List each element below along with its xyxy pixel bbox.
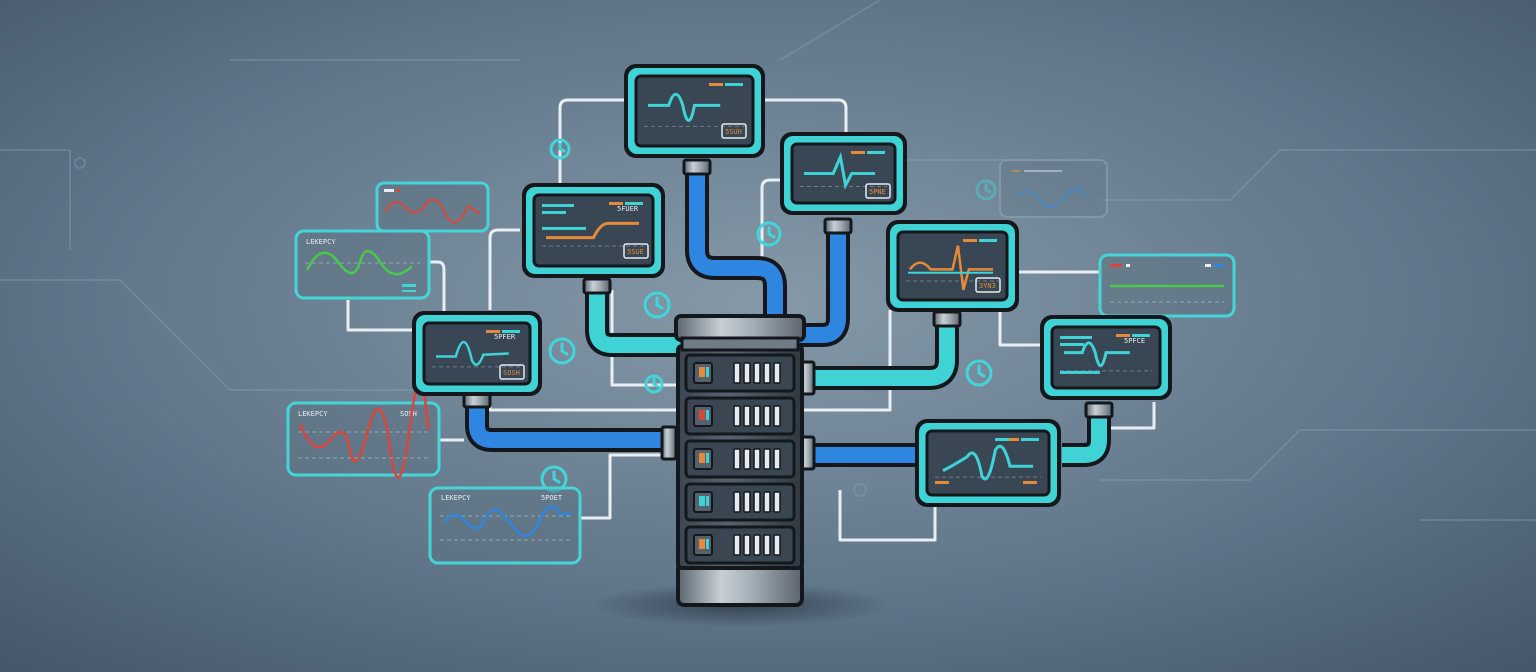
monitor-badge-text: SOSH [503,369,520,377]
clock-icon [549,138,571,160]
status-led [699,496,705,506]
monitor-label: 5PFER [494,333,516,341]
ghost-panel-tag: 5POET [541,494,563,502]
status-led [699,539,705,549]
pipes [465,165,1111,467]
monitor-top: 5SUH [624,64,765,158]
monitor-badge-text: 5SUH [725,128,742,136]
heartbeat-wave-icon [1064,341,1130,368]
ghost-panel-label: LEKEPCY [441,494,471,502]
ghost-panel-right-top [999,159,1108,218]
server-unit [684,525,796,565]
ghost-panel-bottom-left: LEKEPCY 5POET [428,486,582,565]
ghost-panel-label: LEKEPCY [298,410,328,418]
clock-icon [643,291,671,319]
ghost-panel-tag: SOSH [400,410,417,418]
monitor-mid-left: 5PFER SOSH [412,311,542,396]
monitor-bottom-right [915,419,1061,507]
status-led [699,410,705,420]
server-unit [684,353,796,393]
monitor-badge [499,364,525,380]
clock-icons [540,138,997,493]
monitor-upper-right: 5PNE [780,132,907,215]
clock-icon [975,179,997,201]
monitor-badge [721,123,747,139]
status-led [699,367,705,377]
ghost-panel-top-left [375,181,490,233]
monitor-right: 5PFCE [1040,315,1172,400]
heartbeat-wave-icon [546,221,639,240]
heartbeat-wave-icon [436,340,509,366]
monitor-badge-text: 5PNE [869,188,886,196]
heartbeat-wave-icon [648,92,721,122]
monitor-badge [975,277,1001,293]
monitor-label: 5PFCE [1124,337,1145,345]
ghost-panel-latency-green: LEKEPCY [294,229,431,300]
clock-icon [965,359,993,387]
background-circuit-traces [0,0,1536,521]
clock-icon [548,337,576,365]
monitor-badge-text: 3YN3 [979,282,996,290]
heartbeat-wave-icon [804,151,875,190]
server-unit [684,396,796,436]
heartbeat-wave-icon [942,444,1033,481]
clock-icon [756,221,782,247]
monitor-badge-text: 5SUE [627,248,644,256]
monitor-mid-right: 3YN3 [886,220,1019,312]
monitor-upper-left: 5FUER 5SUE [522,183,665,278]
ghost-panel-right-green [1098,253,1236,318]
monitor-badge [865,183,891,199]
server-unit [684,439,796,479]
monitor-badge [623,243,649,259]
monitor-label: 5FUER [617,205,639,213]
clock-icon [644,374,664,394]
ghost-panel-red-wave: LEKEPCY SOSH [286,380,441,479]
heartbeat-wave-icon [908,245,993,291]
server-stack-icon [674,314,806,607]
server-unit [684,482,796,522]
status-led [699,453,705,463]
ghost-panel-label: LEKEPCY [306,238,336,246]
